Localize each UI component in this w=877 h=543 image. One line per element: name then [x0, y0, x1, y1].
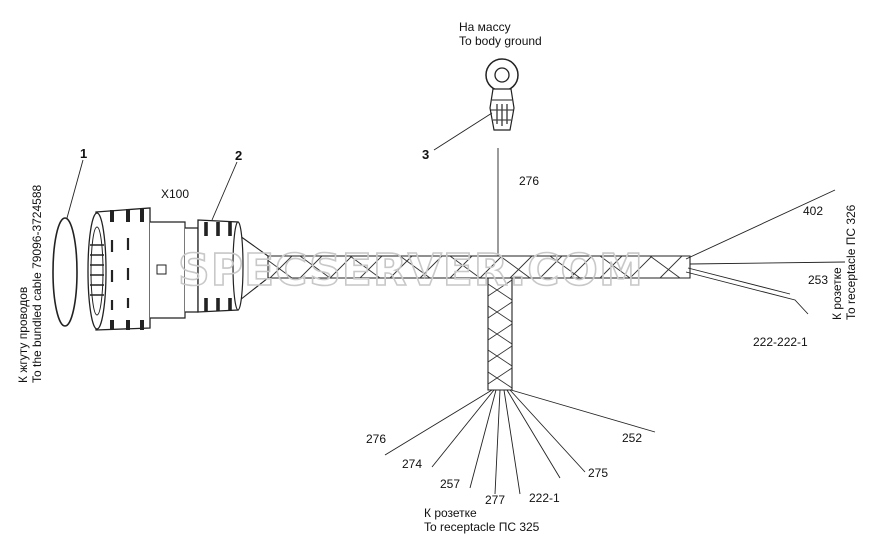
ground-label-ru: На массу — [459, 20, 511, 34]
wire-label-bottom-5: 222-1 — [529, 491, 560, 505]
left-note: К жгуту проводов To the bundled cable 79… — [16, 185, 44, 383]
connector-x100 — [87, 207, 244, 331]
wire-label-bottom-2: 274 — [402, 457, 422, 471]
ground-ring-terminal — [485, 58, 519, 131]
sealing-ring — [52, 217, 78, 327]
wire-label-right-3: 222-222-1 — [753, 335, 808, 349]
wire-label-top: 276 — [519, 174, 539, 188]
connector-label: X100 — [161, 187, 189, 201]
connector-boot — [239, 235, 269, 301]
left-note-ru: К жгуту проводов — [16, 287, 30, 383]
callout-1-leader — [66, 159, 84, 219]
callout-1: 1 — [80, 146, 87, 161]
right-note-en: To receptacle ПС 326 — [844, 204, 858, 320]
wire-label-bottom-3: 257 — [440, 477, 460, 491]
callout-3-leader — [433, 112, 493, 151]
right-note-ru: К розетке — [830, 267, 844, 320]
wire-label-bottom-6: 275 — [588, 466, 608, 480]
ground-label-en: To body ground — [459, 34, 542, 48]
callout-2: 2 — [235, 148, 242, 163]
wire-label-right-2: 253 — [808, 273, 828, 287]
wire-label-right-1: 402 — [803, 204, 823, 218]
left-note-en: To the bundled cable 79096-3724588 — [30, 185, 44, 383]
callout-3: 3 — [422, 147, 429, 162]
bottom-note-en: To receptacle ПС 325 — [424, 520, 540, 534]
wire-label-bottom-4: 277 — [485, 493, 505, 507]
wire-label-bottom-7: 252 — [622, 431, 642, 445]
branch-harness-bundle — [487, 277, 513, 391]
bottom-note-ru: К розетке — [424, 506, 477, 520]
callout-2-leader — [211, 161, 238, 221]
right-note: К розетке To receptacle ПС 326 — [830, 204, 858, 320]
bottom-wire-fanout — [384, 389, 656, 495]
wire-label-bottom-1: 276 — [366, 432, 386, 446]
watermark: SPECSERVER.COM — [178, 245, 644, 296]
main-harness-bundle — [261, 255, 691, 279]
right-wire-fanout — [685, 189, 846, 315]
